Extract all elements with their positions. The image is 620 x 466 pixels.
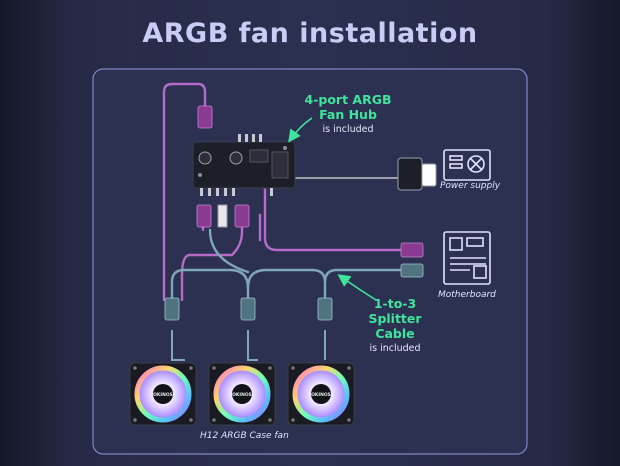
fan-lead-1: [171, 330, 185, 361]
argb-fan-hub: [192, 134, 296, 196]
connector-motherboard: [400, 242, 424, 258]
motherboard-label: Motherboard: [438, 290, 496, 300]
splitter-callout-line2: Splitter Cable: [368, 311, 422, 341]
fan-1: [129, 362, 197, 426]
fan-1-brand: OKINOS: [153, 392, 173, 398]
splitter-cable-hub: [208, 228, 250, 274]
hub-arrow-icon: [288, 117, 313, 143]
connector-motherboard-teal: [400, 263, 424, 278]
splitter-connectors: [164, 263, 424, 321]
connector-drop-1: [196, 204, 212, 228]
hub-callout-line3: is included: [322, 124, 374, 135]
argb-cable-drop-2: [180, 204, 244, 302]
page-title: ARGB fan installation: [142, 18, 478, 49]
hub-callout: 4-port ARGB Fan Hub is included: [300, 92, 396, 137]
power-supply-icon: [443, 149, 491, 181]
fan-lead-2: [247, 330, 258, 361]
fan-label: H12 ARGB Case fan: [200, 431, 289, 441]
fan-2-brand: OKINOS: [232, 392, 252, 398]
fan-leads: [171, 330, 326, 361]
splitter-callout-line3: is included: [369, 343, 421, 354]
splitter-plug: [217, 204, 228, 228]
splitter-arrow-icon: [337, 274, 377, 301]
fan-2: [208, 362, 276, 426]
argb-cable-top: [162, 82, 207, 302]
fan-3: [287, 362, 355, 426]
splitter-cable-left: [170, 268, 250, 300]
fan-3-brand: OKINOS: [311, 392, 331, 398]
splitter-cables: [170, 228, 407, 300]
power-supply-label: Power supply: [440, 181, 501, 191]
connector-drop-2: [234, 204, 250, 228]
argb-connectors: [196, 105, 424, 258]
hub-callout-line1: 4-port ARGB: [304, 92, 392, 107]
sata-power-connector: [397, 157, 437, 191]
hub-callout-line2: Fan Hub: [319, 107, 377, 122]
argb-cables: [162, 82, 407, 302]
splitter-callout: 1-to-3 Splitter Cable is included: [347, 296, 443, 356]
connector-top: [197, 105, 213, 129]
splitter-cable-motherboard: [323, 268, 407, 284]
argb-cable-motherboard: [263, 183, 407, 252]
splitter-callout-line1: 1-to-3: [373, 296, 417, 311]
motherboard-icon: [443, 231, 491, 285]
